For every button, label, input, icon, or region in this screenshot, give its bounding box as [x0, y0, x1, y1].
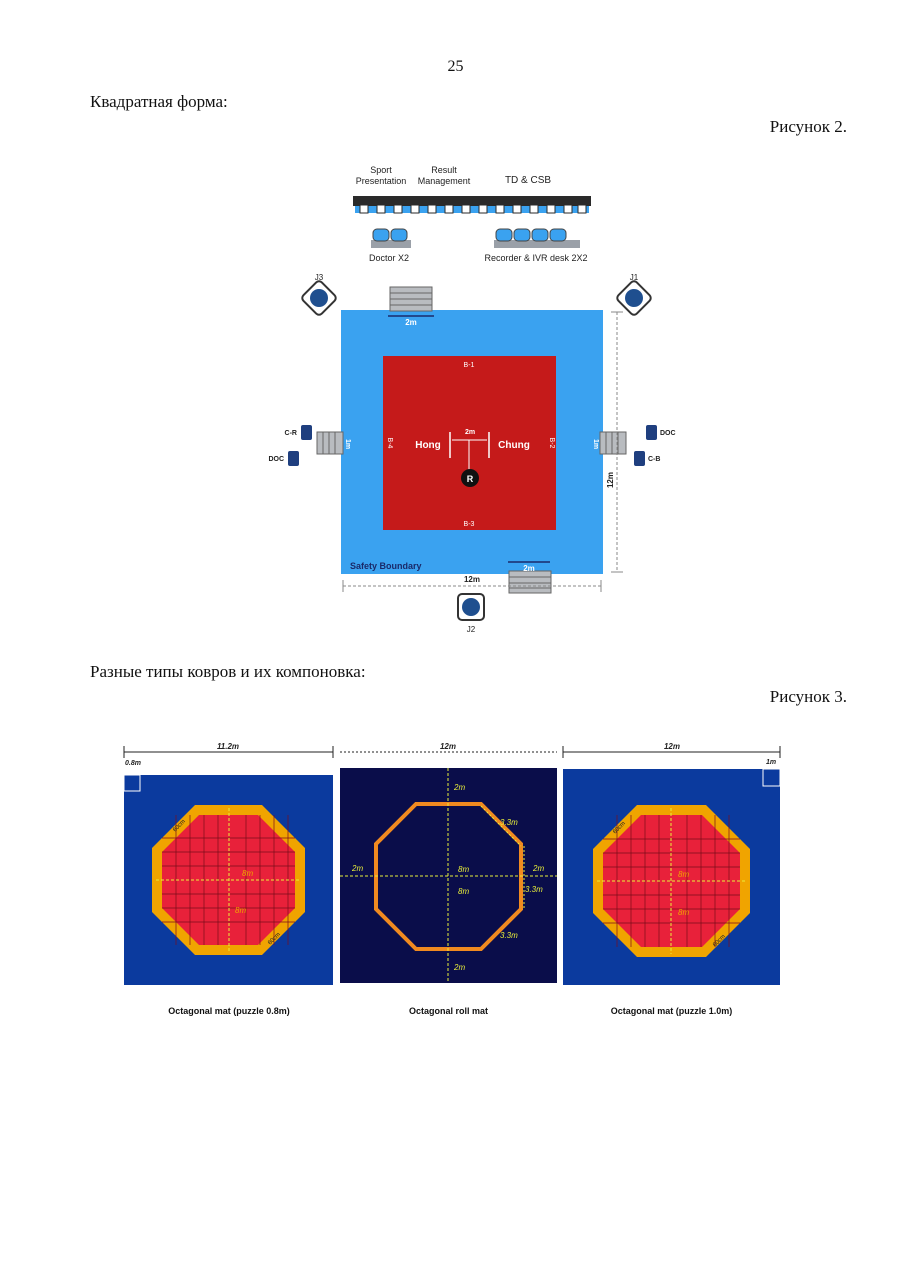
page-number: 25 [447, 58, 464, 75]
stairs-left [316, 431, 344, 455]
mat2-side-1: 3.3m [500, 818, 518, 827]
doc-right-label: DOC [660, 430, 676, 437]
section-heading-square: Квадратная форма: [90, 92, 228, 111]
head-table-label: Management [418, 176, 471, 186]
coach-blue-label: C-B [648, 456, 660, 463]
mat1-top-dim: 11.2m [217, 742, 239, 751]
chung-label: Chung [498, 440, 530, 451]
mat-roll [340, 751, 557, 983]
recorder-desk [494, 228, 580, 248]
height-dim: 12m [606, 472, 615, 488]
figure-3-mat-types: 11.2m 0.8m 8m 8m 60cm 60cm 12m 2m 2m 2m … [123, 742, 781, 985]
judge-j2 [457, 593, 485, 621]
judge-j3-label: J3 [315, 273, 324, 282]
stairs-right [599, 431, 627, 455]
recorder-label: Recorder & IVR desk 2X2 [484, 253, 587, 263]
mat1-v-dim: 8m [235, 906, 246, 915]
judge-j3 [301, 280, 337, 316]
head-table-label: Result [431, 165, 457, 175]
doctor-desk [371, 228, 411, 248]
stairs-dim-bottom: 2m [523, 564, 535, 573]
mat3-v-dim: 8m [678, 908, 689, 917]
mat3-top-dim: 12m [664, 742, 680, 751]
mat2-side-2: 3.3m [525, 885, 543, 894]
hong-label: Hong [415, 440, 441, 451]
mat2-top-dim: 12m [440, 742, 456, 751]
stairs-top [389, 286, 433, 312]
mat2-top-gap: 2m [453, 783, 465, 792]
judge-j1-label: J1 [630, 273, 639, 282]
figure-3-label: Рисунок 3. [769, 687, 847, 706]
doc-left-seat [288, 451, 299, 466]
center-dim: 2m [465, 429, 475, 436]
mat2-side-3: 3.3m [500, 931, 518, 940]
mat2-caption: Octagonal roll mat [408, 1006, 488, 1016]
coach-red-seat [301, 425, 312, 440]
mat2-right-gap: 2m [532, 864, 544, 873]
boundary-b2: B-2 [548, 438, 555, 449]
mat2-v-dim: 8m [458, 887, 469, 896]
stairs-dim-top: 2m [405, 318, 417, 327]
safety-boundary-label: Safety Boundary [350, 561, 422, 571]
figure-2-square-layout: Sport Presentation Result Management TD … [268, 165, 676, 634]
mat2-left-gap: 2m [351, 864, 363, 873]
boundary-b4: B-4 [386, 438, 393, 449]
boundary-b3: B-3 [464, 521, 475, 528]
section-heading-mats: Разные типы ковров и их компоновка: [90, 662, 366, 681]
mat3-h-dim: 8m [678, 870, 689, 879]
doc-left-label: DOC [268, 456, 284, 463]
mat-puzzle-1-0 [562, 746, 781, 985]
figure-2-label: Рисунок 2. [769, 117, 847, 136]
judge-j2-label: J2 [467, 625, 476, 634]
head-table-label: Sport [370, 165, 392, 175]
mat-puzzle-0-8 [123, 746, 334, 985]
head-table-label: Presentation [356, 176, 407, 186]
mat1-h-dim: 8m [242, 869, 253, 878]
mat2-h-dim: 8m [458, 865, 469, 874]
mat1-caption: Octagonal mat (puzzle 0.8m) [168, 1006, 290, 1016]
mat3-caption: Octagonal mat (puzzle 1.0m) [610, 1006, 733, 1016]
doc-right-seat [646, 425, 657, 440]
head-table [353, 196, 591, 214]
referee-label: R [467, 474, 474, 484]
stairs-dim-left: 1m [344, 439, 351, 449]
judge-j1 [616, 280, 652, 316]
width-dim: 12m [464, 575, 480, 584]
mat3-puzzle-dim: 1m [766, 759, 776, 766]
doctor-label: Doctor X2 [369, 253, 409, 263]
mat1-puzzle-dim: 0.8m [125, 760, 141, 767]
coach-red-label: C-R [285, 430, 297, 437]
coach-blue-seat [634, 451, 645, 466]
stairs-dim-right: 1m [592, 439, 599, 449]
mat2-bottom-gap: 2m [453, 963, 465, 972]
referee-marker [461, 469, 479, 487]
stairs-bottom [508, 570, 552, 594]
head-table-label: TD & CSB [505, 175, 551, 186]
boundary-b1: B-1 [464, 362, 475, 369]
